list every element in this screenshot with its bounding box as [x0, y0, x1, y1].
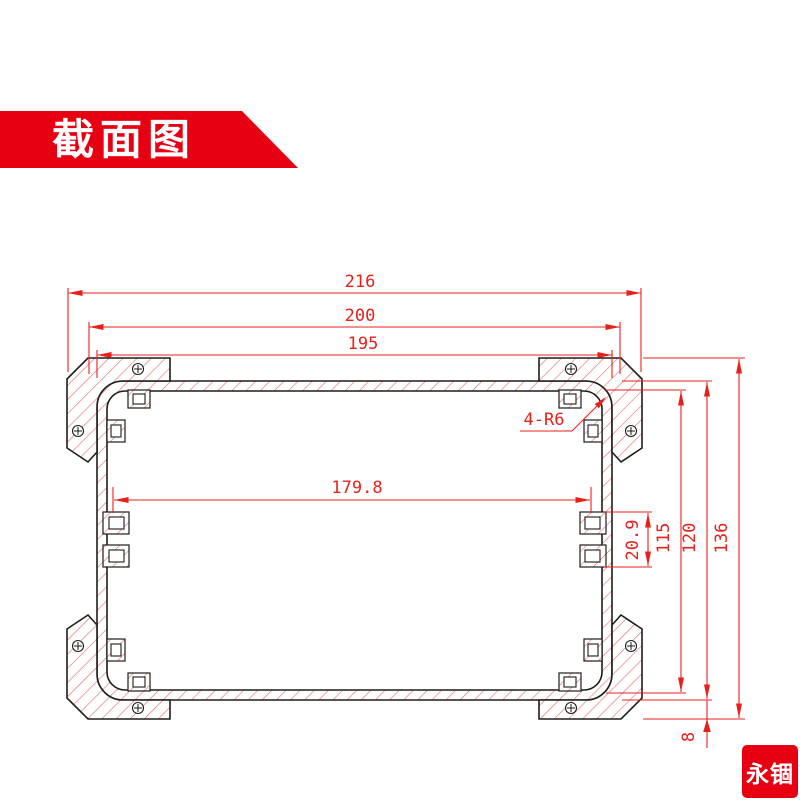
section-title: 截面图: [52, 114, 197, 164]
dim-overall-width: 216: [67, 272, 642, 372]
corner-cap-top-left: [66, 357, 171, 464]
mid-wall-screw-bosses: [102, 511, 607, 568]
cap-screw-ports: [71, 362, 638, 715]
dim-inner-height: 115: [606, 389, 686, 694]
corner-cap-bottom-right: [538, 613, 643, 720]
dim-corner-radius-leader: 4-R6: [520, 397, 606, 432]
dim-cap-width: 200: [88, 306, 621, 374]
svg-text:115: 115: [654, 523, 674, 554]
corner-cap-top-right: [538, 357, 643, 464]
dimension-annotations: 216 200 195 179.8: [67, 272, 745, 748]
svg-text:216: 216: [345, 272, 376, 292]
svg-text:195: 195: [348, 334, 379, 354]
svg-text:120: 120: [680, 523, 700, 554]
dim-base-offset: 8: [679, 700, 711, 748]
corner-screw-tabs: [106, 389, 603, 692]
svg-text:20.9: 20.9: [623, 520, 643, 561]
brand-logo: 永锢: [742, 745, 798, 798]
brand-logo-text: 永锢: [746, 761, 794, 788]
svg-text:200: 200: [345, 306, 376, 326]
dim-body-height: 120: [622, 380, 712, 701]
svg-text:4-R6: 4-R6: [524, 410, 565, 430]
svg-text:8: 8: [679, 732, 699, 742]
section-title-banner: 截面图: [0, 111, 298, 168]
dim-boss-gap: 20.9: [604, 511, 652, 568]
dim-overall-height: 136: [643, 357, 745, 720]
svg-text:136: 136: [712, 523, 732, 554]
corner-cap-bottom-left: [66, 613, 171, 720]
dim-body-width: 195: [96, 334, 613, 378]
svg-text:179.8: 179.8: [331, 478, 382, 498]
dim-inner-width: 179.8: [112, 478, 592, 513]
